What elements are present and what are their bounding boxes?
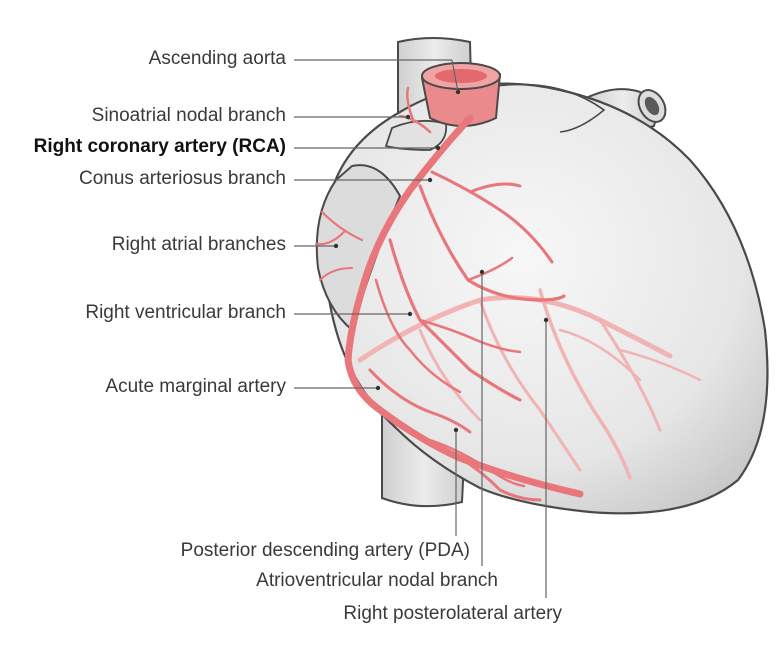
label-right-coronary-artery: Right coronary artery (RCA)	[33, 136, 286, 157]
leader-lines	[294, 59, 547, 598]
label-right-atrial-branches: Right atrial branches	[111, 234, 286, 255]
label-ascending-aorta: Ascending aorta	[148, 48, 286, 69]
label-atrioventricular-nodal-branch: Atrioventricular nodal branch	[256, 570, 498, 591]
label-posterior-descending-artery: Posterior descending artery (PDA)	[180, 540, 470, 561]
label-right-posterolateral-artery: Right posterolateral artery	[343, 603, 562, 624]
label-conus-arteriosus-branch: Conus arteriosus branch	[79, 168, 286, 189]
leader-dots	[333, 89, 549, 433]
rca-trunk	[344, 114, 584, 498]
label-acute-marginal-artery: Acute marginal artery	[105, 376, 286, 397]
label-sinoatrial-nodal-branch: Sinoatrial nodal branch	[91, 105, 286, 126]
label-right-ventricular-branch: Right ventricular branch	[85, 302, 286, 323]
coronary-arteries	[314, 86, 584, 502]
